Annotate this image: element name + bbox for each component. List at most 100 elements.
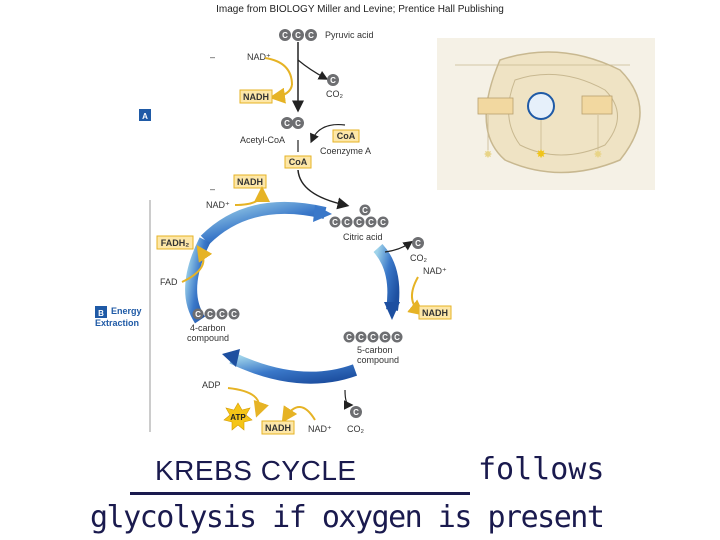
svg-text:C: C [356, 218, 362, 227]
coa-box-1: CoA Coenzyme A [320, 129, 371, 156]
svg-text:C: C [358, 333, 364, 342]
nad-plus-label-2: NAD⁺ [206, 200, 230, 210]
svg-text:C: C [415, 239, 421, 248]
adp-label: ADP [202, 380, 221, 390]
svg-text:Pyruvic acid: Pyruvic acid [325, 30, 374, 40]
svg-text:CO₂: CO₂ [347, 424, 365, 434]
nadh-arrow-4 [281, 405, 316, 424]
svg-text:FADH₂: FADH₂ [161, 238, 190, 248]
svg-text:C: C [330, 76, 336, 85]
nad-plus-label-1: NAD⁺ [247, 52, 271, 62]
svg-text:C: C [380, 218, 386, 227]
svg-text:C: C [295, 31, 301, 40]
svg-text:5-carbon: 5-carbon [357, 345, 393, 355]
cycle-segment-right [373, 243, 400, 311]
nad-plus-label-3: NAD⁺ [423, 266, 447, 276]
svg-text:C: C [370, 333, 376, 342]
mitochondrion-inset: ✸ ✸ ✸ [437, 38, 655, 190]
pyruvic-acid-molecule: C C C Pyruvic acid [279, 29, 374, 41]
cycle-segment-left [185, 237, 211, 324]
svg-text:✸: ✸ [536, 147, 546, 161]
svg-text:A: A [142, 112, 148, 121]
svg-text:ATP: ATP [230, 413, 246, 422]
svg-text:C: C [382, 333, 388, 342]
nadh-box-4: NADH [261, 420, 295, 435]
citric-acid-molecule: C C C C C C Citric acid [329, 204, 389, 242]
caption-line-2: glycolysis if oxygen is present [90, 500, 605, 535]
svg-text:4-carbon: 4-carbon [190, 323, 226, 333]
svg-text:Citric acid: Citric acid [343, 232, 383, 242]
svg-text:C: C [284, 119, 290, 128]
acetyl-coa: C C Acetyl-CoA [240, 117, 304, 145]
cycle-arrowhead-3 [222, 349, 240, 367]
svg-text:NADH: NADH [237, 177, 263, 187]
atp-arrow [227, 387, 269, 418]
fadh2-arrow [181, 245, 213, 283]
dash-b: – [210, 184, 215, 194]
cycle-arrowhead-1 [313, 205, 332, 222]
krebs-cycle-diagram: ✸ ✸ ✸ A – B Energy Extraction – C C C Py… [95, 29, 655, 435]
svg-text:CoA: CoA [337, 131, 356, 141]
co2-arrow-3 [343, 389, 354, 410]
svg-text:NADH: NADH [243, 92, 269, 102]
nadh-arrow-3 [407, 276, 425, 316]
svg-text:C: C [362, 206, 368, 215]
svg-text:compound: compound [187, 333, 229, 343]
nadh-box-3: NADH [418, 305, 452, 320]
svg-text:NADH: NADH [422, 308, 448, 318]
atp-burst: ATP [223, 402, 253, 431]
co2-release-3: C CO₂ [347, 406, 365, 434]
svg-text:C: C [368, 218, 374, 227]
acetyl-to-citric-arrow [297, 169, 350, 210]
svg-text:CoA: CoA [289, 157, 308, 167]
nadh-box-1: NADH [239, 89, 273, 104]
svg-text:C: C [346, 333, 352, 342]
nadh-arrow-2 [234, 186, 270, 206]
svg-text:C: C [344, 218, 350, 227]
svg-text:C: C [195, 310, 201, 319]
svg-text:B: B [98, 309, 104, 318]
five-carbon-compound: C C C C C 5-carbon compound [343, 331, 403, 365]
co2-arrow-2 [384, 240, 413, 253]
svg-text:CO₂: CO₂ [410, 253, 428, 263]
svg-text:C: C [295, 119, 301, 128]
nadh-box-2: NADH [233, 174, 267, 189]
caption-follows: follows [478, 452, 605, 487]
svg-text:C: C [231, 310, 237, 319]
fad-label: FAD [160, 277, 178, 287]
answer-text: KREBS CYCLE [155, 455, 357, 486]
svg-text:NADH: NADH [265, 423, 291, 433]
co2-release-2: C CO₂ [410, 237, 428, 263]
co2-arrow-1 [297, 59, 329, 80]
four-carbon-compound: C C C C 4-carbon compound [187, 308, 240, 343]
nad-arrow-1 [264, 57, 293, 86]
fadh2-box: FADH₂ [156, 235, 194, 250]
svg-text:C: C [332, 218, 338, 227]
cycle-segment-top [200, 201, 327, 245]
svg-text:C: C [353, 408, 359, 417]
co2-release-1: C CO₂ [326, 74, 344, 99]
cycle-arrowhead-2 [384, 302, 400, 320]
stage-a-label: A [139, 109, 151, 121]
svg-text:Energy: Energy [111, 306, 142, 316]
svg-text:C: C [394, 333, 400, 342]
coa-in-arrow [310, 123, 346, 144]
svg-text:Coenzyme A: Coenzyme A [320, 146, 371, 156]
svg-text:CO₂: CO₂ [326, 89, 344, 99]
svg-text:compound: compound [357, 355, 399, 365]
answer-blank [130, 452, 470, 495]
dash-a: – [210, 52, 215, 62]
svg-text:✸: ✸ [483, 148, 492, 161]
svg-text:✸: ✸ [593, 148, 602, 161]
svg-text:C: C [308, 31, 314, 40]
svg-text:C: C [219, 310, 225, 319]
svg-text:C: C [207, 310, 213, 319]
image-credit: Image from BIOLOGY Miller and Levine; Pr… [216, 4, 504, 15]
cycle-segment-bottom [229, 352, 358, 384]
nad-plus-label-4: NAD⁺ [308, 424, 332, 434]
svg-text:Extraction: Extraction [95, 318, 139, 328]
stage-b-label: B Energy Extraction [95, 306, 142, 328]
svg-text:C: C [282, 31, 288, 40]
svg-text:Acetyl-CoA: Acetyl-CoA [240, 135, 285, 145]
